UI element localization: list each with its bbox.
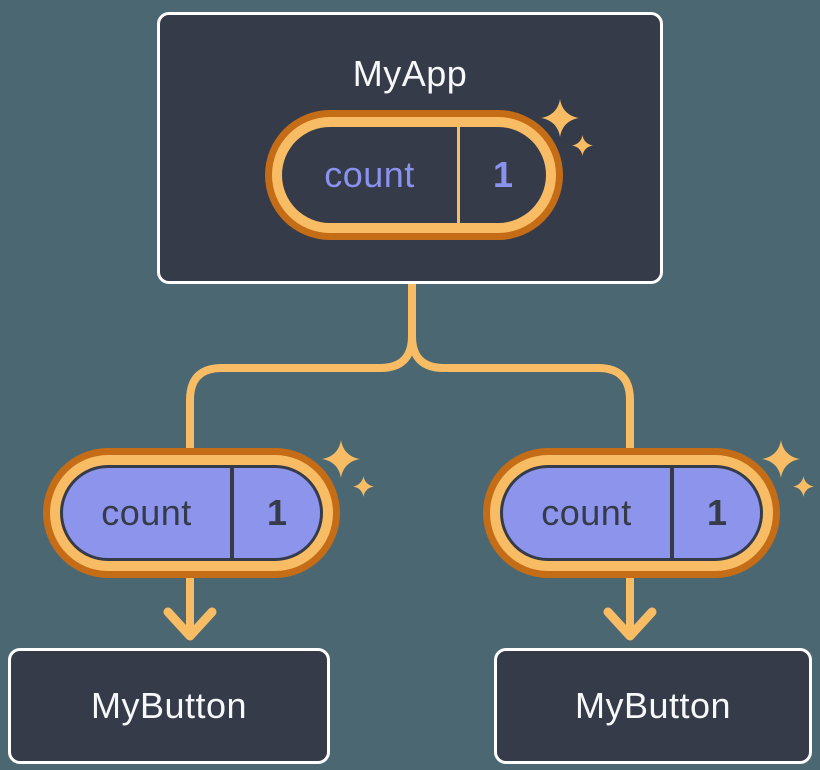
state-name-label: count [324, 154, 415, 195]
child-node-mybutton-right: MyButton [494, 648, 812, 764]
pill-divider [457, 127, 460, 223]
prop-name-label: count [541, 492, 632, 533]
prop-value-label: 1 [266, 492, 288, 533]
sparkle-icon [322, 440, 374, 497]
pill-ring: count 1 [490, 455, 773, 571]
sparkle-icon [762, 440, 814, 497]
arrow-right-head [603, 607, 657, 641]
root-state-pill: count 1 [265, 110, 563, 240]
sparkle-icon [541, 99, 593, 156]
branch-right-line [408, 284, 634, 460]
pill-ring: count 1 [50, 455, 333, 571]
child-node-mybutton-left: MyButton [8, 648, 330, 764]
pill-ring: count 1 [272, 117, 556, 233]
left-prop-pill: count 1 [43, 448, 340, 578]
arrow-left-head [163, 607, 217, 641]
root-node-title: MyApp [352, 53, 468, 94]
right-prop-pill: count 1 [483, 448, 780, 578]
child-node-title: MyButton [90, 685, 248, 726]
pill-divider [230, 468, 234, 558]
branch-left-line [186, 284, 416, 460]
state-value-label: 1 [492, 154, 514, 195]
child-node-title: MyButton [574, 685, 732, 726]
pill-divider [670, 468, 674, 558]
prop-name-label: count [101, 492, 192, 533]
prop-value-label: 1 [706, 492, 728, 533]
